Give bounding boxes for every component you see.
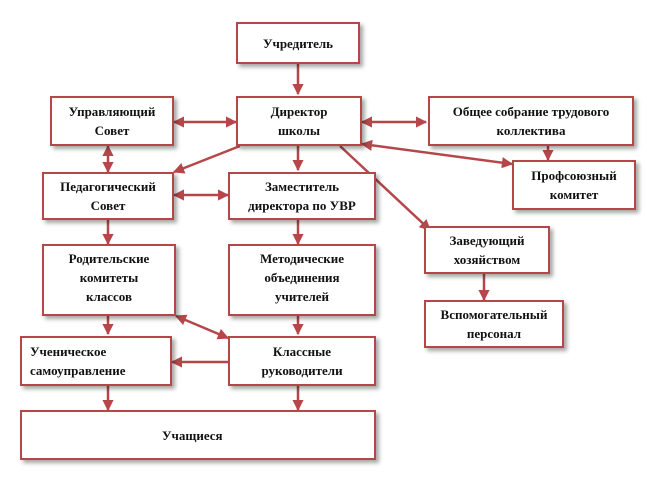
deputy-director-box: Заместитель директора по УВР xyxy=(228,172,376,220)
students-box: Учащиеся xyxy=(20,410,376,460)
head-of-facilities-box: Заведующий хозяйством xyxy=(424,226,550,274)
founder-box: Учредитель xyxy=(236,22,360,64)
link-director-head-of-facilities xyxy=(339,145,431,231)
general-meeting-box: Общее собрание трудового коллектива xyxy=(428,96,634,146)
link-director-union-committee xyxy=(360,139,514,169)
union-committee-box: Профсоюзный комитет xyxy=(512,160,636,210)
director-box: Директор школы xyxy=(236,96,362,146)
pedagogical-council-box: Педагогический Совет xyxy=(42,172,174,220)
managing-council-box: Управляющий Совет xyxy=(50,96,174,146)
link-parent-committees-class-teachers xyxy=(174,314,230,340)
class-teachers-box: Классные руководители xyxy=(228,336,376,386)
methodical-associations-box: Методические объединения учителей xyxy=(228,244,376,316)
support-staff-box: Вспомогательный персонал xyxy=(424,300,564,348)
link-director-pedagogical-council xyxy=(172,144,241,174)
student-government-box: Ученическое самоуправление xyxy=(20,336,172,386)
parent-committees-box: Родительские комитеты классов xyxy=(42,244,176,316)
